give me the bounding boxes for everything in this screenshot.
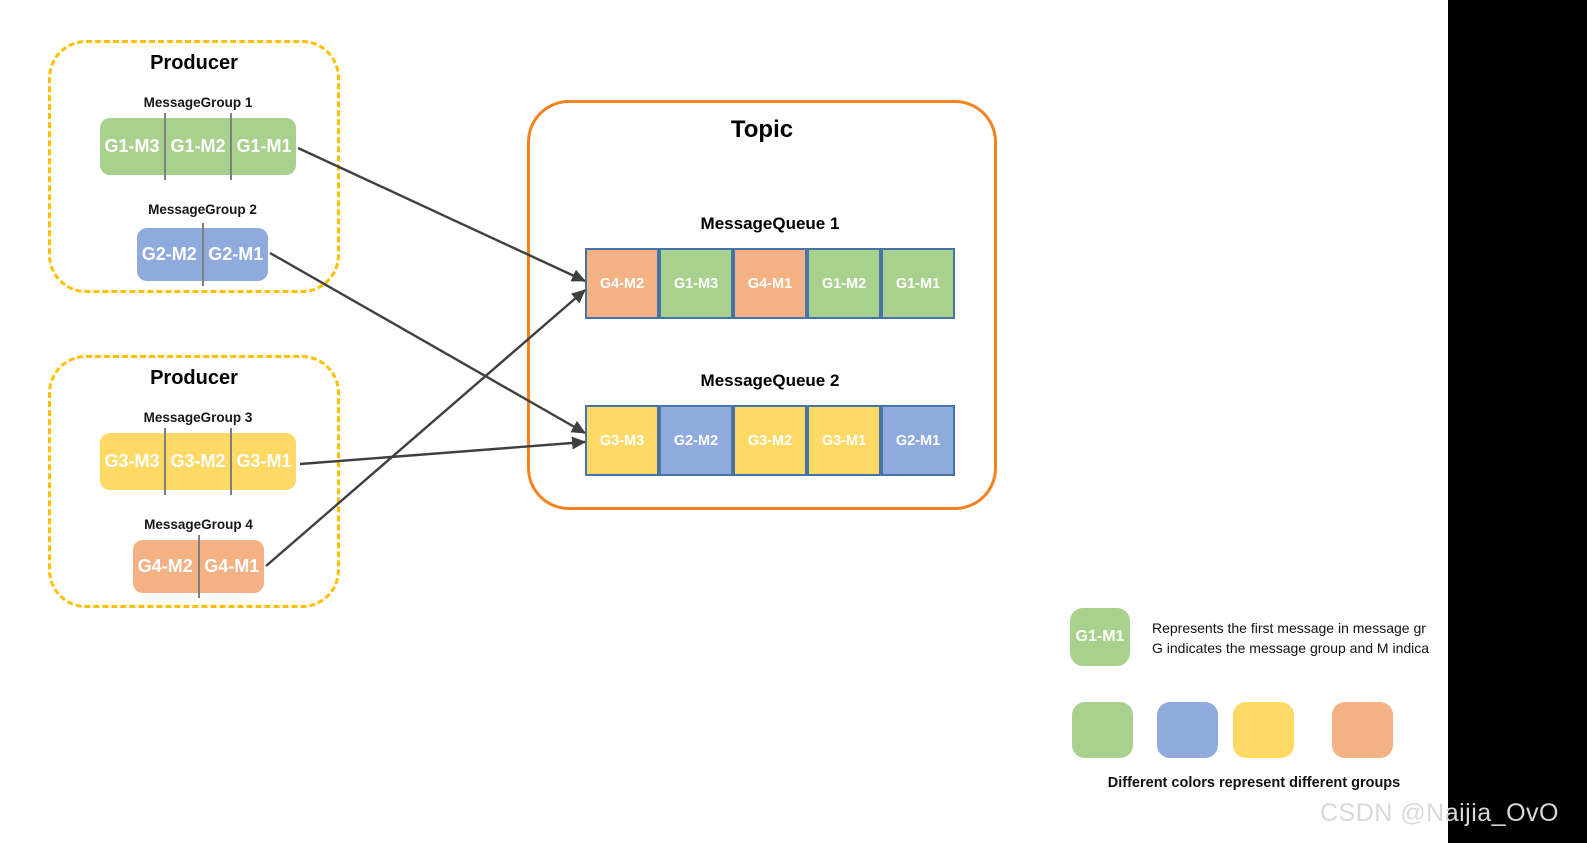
message-queue-2-row: G3-M3 G2-M2 G3-M2 G3-M1 G2-M1 [585,405,955,476]
message-g3m1: G3-M1 [236,451,292,471]
producer-box-2: Producer [48,355,340,608]
queue2-cell-g3m3: G3-M3 [585,405,659,476]
arrow-g1m1-to-queue1 [297,146,586,283]
segment-divider [164,113,166,180]
message-group-1-box: G1-M3 G1-M2 G1-M1 [100,113,296,180]
queue1-cell-g1m3: G1-M3 [659,248,733,319]
arrow-g2m1-to-queue2 [269,251,586,435]
message-g2m2: G2-M2 [141,244,197,264]
segment-divider [230,428,232,495]
legend-swatch-orange [1332,702,1393,758]
queue2-cell-g2m1: G2-M1 [881,405,955,476]
legend-description-line2: G indicates the message group and M indi… [1152,640,1430,656]
message-group-2-label: MessageGroup 2 [148,202,257,217]
queue2-cell-g2m2: G2-M2 [659,405,733,476]
topic-title: Topic [730,116,794,143]
message-group-2-box: G2-M2 G2-M1 [137,223,268,286]
queue1-cell-g1m2: G1-M2 [807,248,881,319]
message-g3m2: G3-M2 [170,451,226,471]
queue1-cell-g1m1: G1-M1 [881,248,955,319]
message-group-4-box: G4-M2 G4-M1 [133,535,264,598]
message-group-1-label: MessageGroup 1 [143,95,253,110]
legend-sample-box: G1-M1 [1070,608,1130,666]
message-group-3-box: G3-M3 G3-M2 G3-M1 [100,428,296,495]
black-side-bar [1448,0,1587,843]
producer-2-title: Producer [150,367,238,389]
queue2-cell-g3m2: G3-M2 [733,405,807,476]
message-group-4-label: MessageGroup 4 [144,517,253,532]
message-g3m3: G3-M3 [104,451,160,471]
legend-swatch-green [1072,702,1133,758]
segment-divider [230,113,232,180]
topic-box: Topic [527,100,997,510]
message-queue-2-label: MessageQueue 2 [700,371,840,390]
legend-caption: Different colors represent different gro… [1107,775,1401,791]
message-queue-1-row: G4-M2 G1-M3 G4-M1 G1-M2 G1-M1 [585,248,955,319]
legend-description: Represents the first message in message … [1152,618,1482,658]
legend-description-line1: Represents the first message in message … [1152,620,1426,636]
message-g4m2: G4-M2 [137,556,193,576]
message-group-3-label: MessageGroup 3 [143,410,253,425]
arrow-g3m1-to-queue2 [299,436,586,466]
message-queue-1-label: MessageQueue 1 [700,214,840,233]
segment-divider [197,535,200,598]
arrow-g4m1-to-queue1 [265,289,586,567]
legend-swatch-yellow [1233,702,1294,758]
segment-divider [164,428,166,495]
queue1-cell-g4m2: G4-M2 [585,248,659,319]
message-g1m2: G1-M2 [170,136,226,156]
message-g4m1: G4-M1 [204,556,260,576]
message-g1m3: G1-M3 [104,136,160,156]
segment-divider [201,223,204,286]
message-g2m1: G2-M1 [208,244,264,264]
producer-1-title: Producer [150,52,238,74]
watermark-text: CSDN @Naijia_OvO [1320,799,1559,827]
message-g1m1: G1-M1 [236,136,292,156]
queue1-cell-g4m1: G4-M1 [733,248,807,319]
legend-swatch-blue [1157,702,1218,758]
queue2-cell-g3m1: G3-M1 [807,405,881,476]
